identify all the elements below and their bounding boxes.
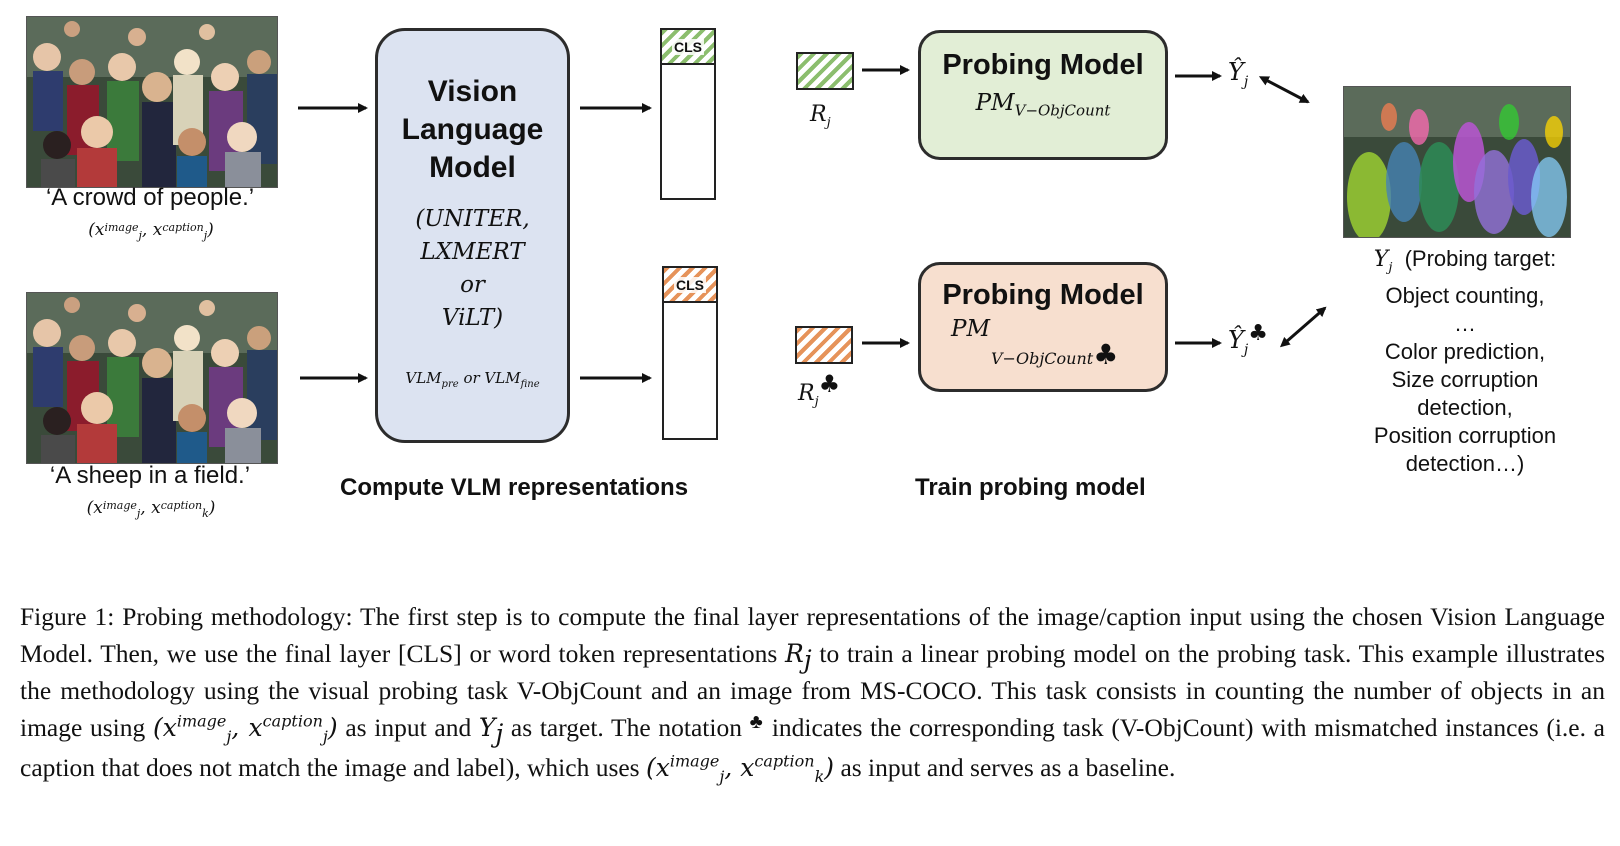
vision-language-model-box: Vision Language Model (UNITER, LXMERT or…	[375, 28, 570, 443]
r-square-green	[796, 52, 854, 90]
compute-section-label: Compute VLM representations	[340, 474, 689, 501]
vlm-variants: VLMpre or VLMfine	[405, 369, 540, 390]
figure-caption: Figure 1: Probing methodology: The first…	[20, 602, 1605, 786]
club-icon: ♣	[1093, 338, 1119, 371]
cls-token-top: CLS	[662, 30, 714, 65]
train-section-label: Train probing model	[915, 474, 1146, 501]
pm-label-top: PMV−ObjCount	[975, 90, 1111, 120]
vlm-model-list: (UNITER, LXMERT or ViLT)	[415, 206, 530, 331]
probing-target-text: Yj (Probing target: Object counting, … C…	[1325, 245, 1605, 478]
yhat-top: Ŷj	[1228, 58, 1249, 90]
representation-bar-top: CLS	[660, 28, 716, 200]
pm-subscript-bottom: V−ObjCount♣	[991, 338, 1119, 371]
notation-top: (ximagej, xcaptionj)	[88, 220, 214, 242]
probing-model-title-top: Probing Model	[942, 49, 1144, 81]
vlm-title: Vision Language Model	[401, 75, 544, 184]
notation-bottom: (ximagej, xcaptionk)	[86, 498, 216, 520]
club-icon: ♣	[818, 370, 841, 398]
crowd-photo-top	[26, 16, 278, 188]
cls-token-bottom: CLS	[664, 268, 716, 303]
caption-bottom: ‘A sheep in a field.’	[49, 462, 251, 489]
club-icon: ♣	[1248, 321, 1268, 346]
r-label-top: Rj	[810, 102, 831, 131]
club-icon: ♣	[749, 711, 765, 733]
target-line-5: Size corruption	[1391, 367, 1539, 393]
representation-bar-bottom: CLS	[662, 266, 718, 440]
r-square-orange	[795, 326, 853, 364]
target-line-8: detection…)	[1405, 451, 1525, 477]
probing-model-box-bottom: Probing Model PM V−ObjCount♣	[918, 262, 1168, 392]
segmented-target-photo	[1343, 86, 1571, 238]
arrow-yhat1-target	[1258, 76, 1310, 104]
probing-model-box-top: Probing Model PMV−ObjCount	[918, 30, 1168, 160]
target-line-4: Color prediction,	[1384, 339, 1546, 365]
crowd-photo-bottom	[26, 292, 278, 464]
r-label-bottom: Rj♣	[798, 370, 841, 410]
probing-model-title-bottom: Probing Model	[942, 279, 1144, 311]
arrow-yhat2-target	[1279, 306, 1327, 348]
target-line-3: …	[1454, 311, 1476, 337]
yhat-bottom: Ŷj♣	[1228, 321, 1268, 358]
target-line-2: Object counting,	[1385, 283, 1545, 309]
target-line-7: Position corruption	[1373, 423, 1557, 449]
target-line-6: detection,	[1417, 395, 1513, 421]
target-line-1: Yj (Probing target:	[1373, 246, 1557, 276]
caption-top: ‘A crowd of people.’	[45, 184, 255, 211]
pm-label-bottom: PM	[951, 316, 991, 342]
